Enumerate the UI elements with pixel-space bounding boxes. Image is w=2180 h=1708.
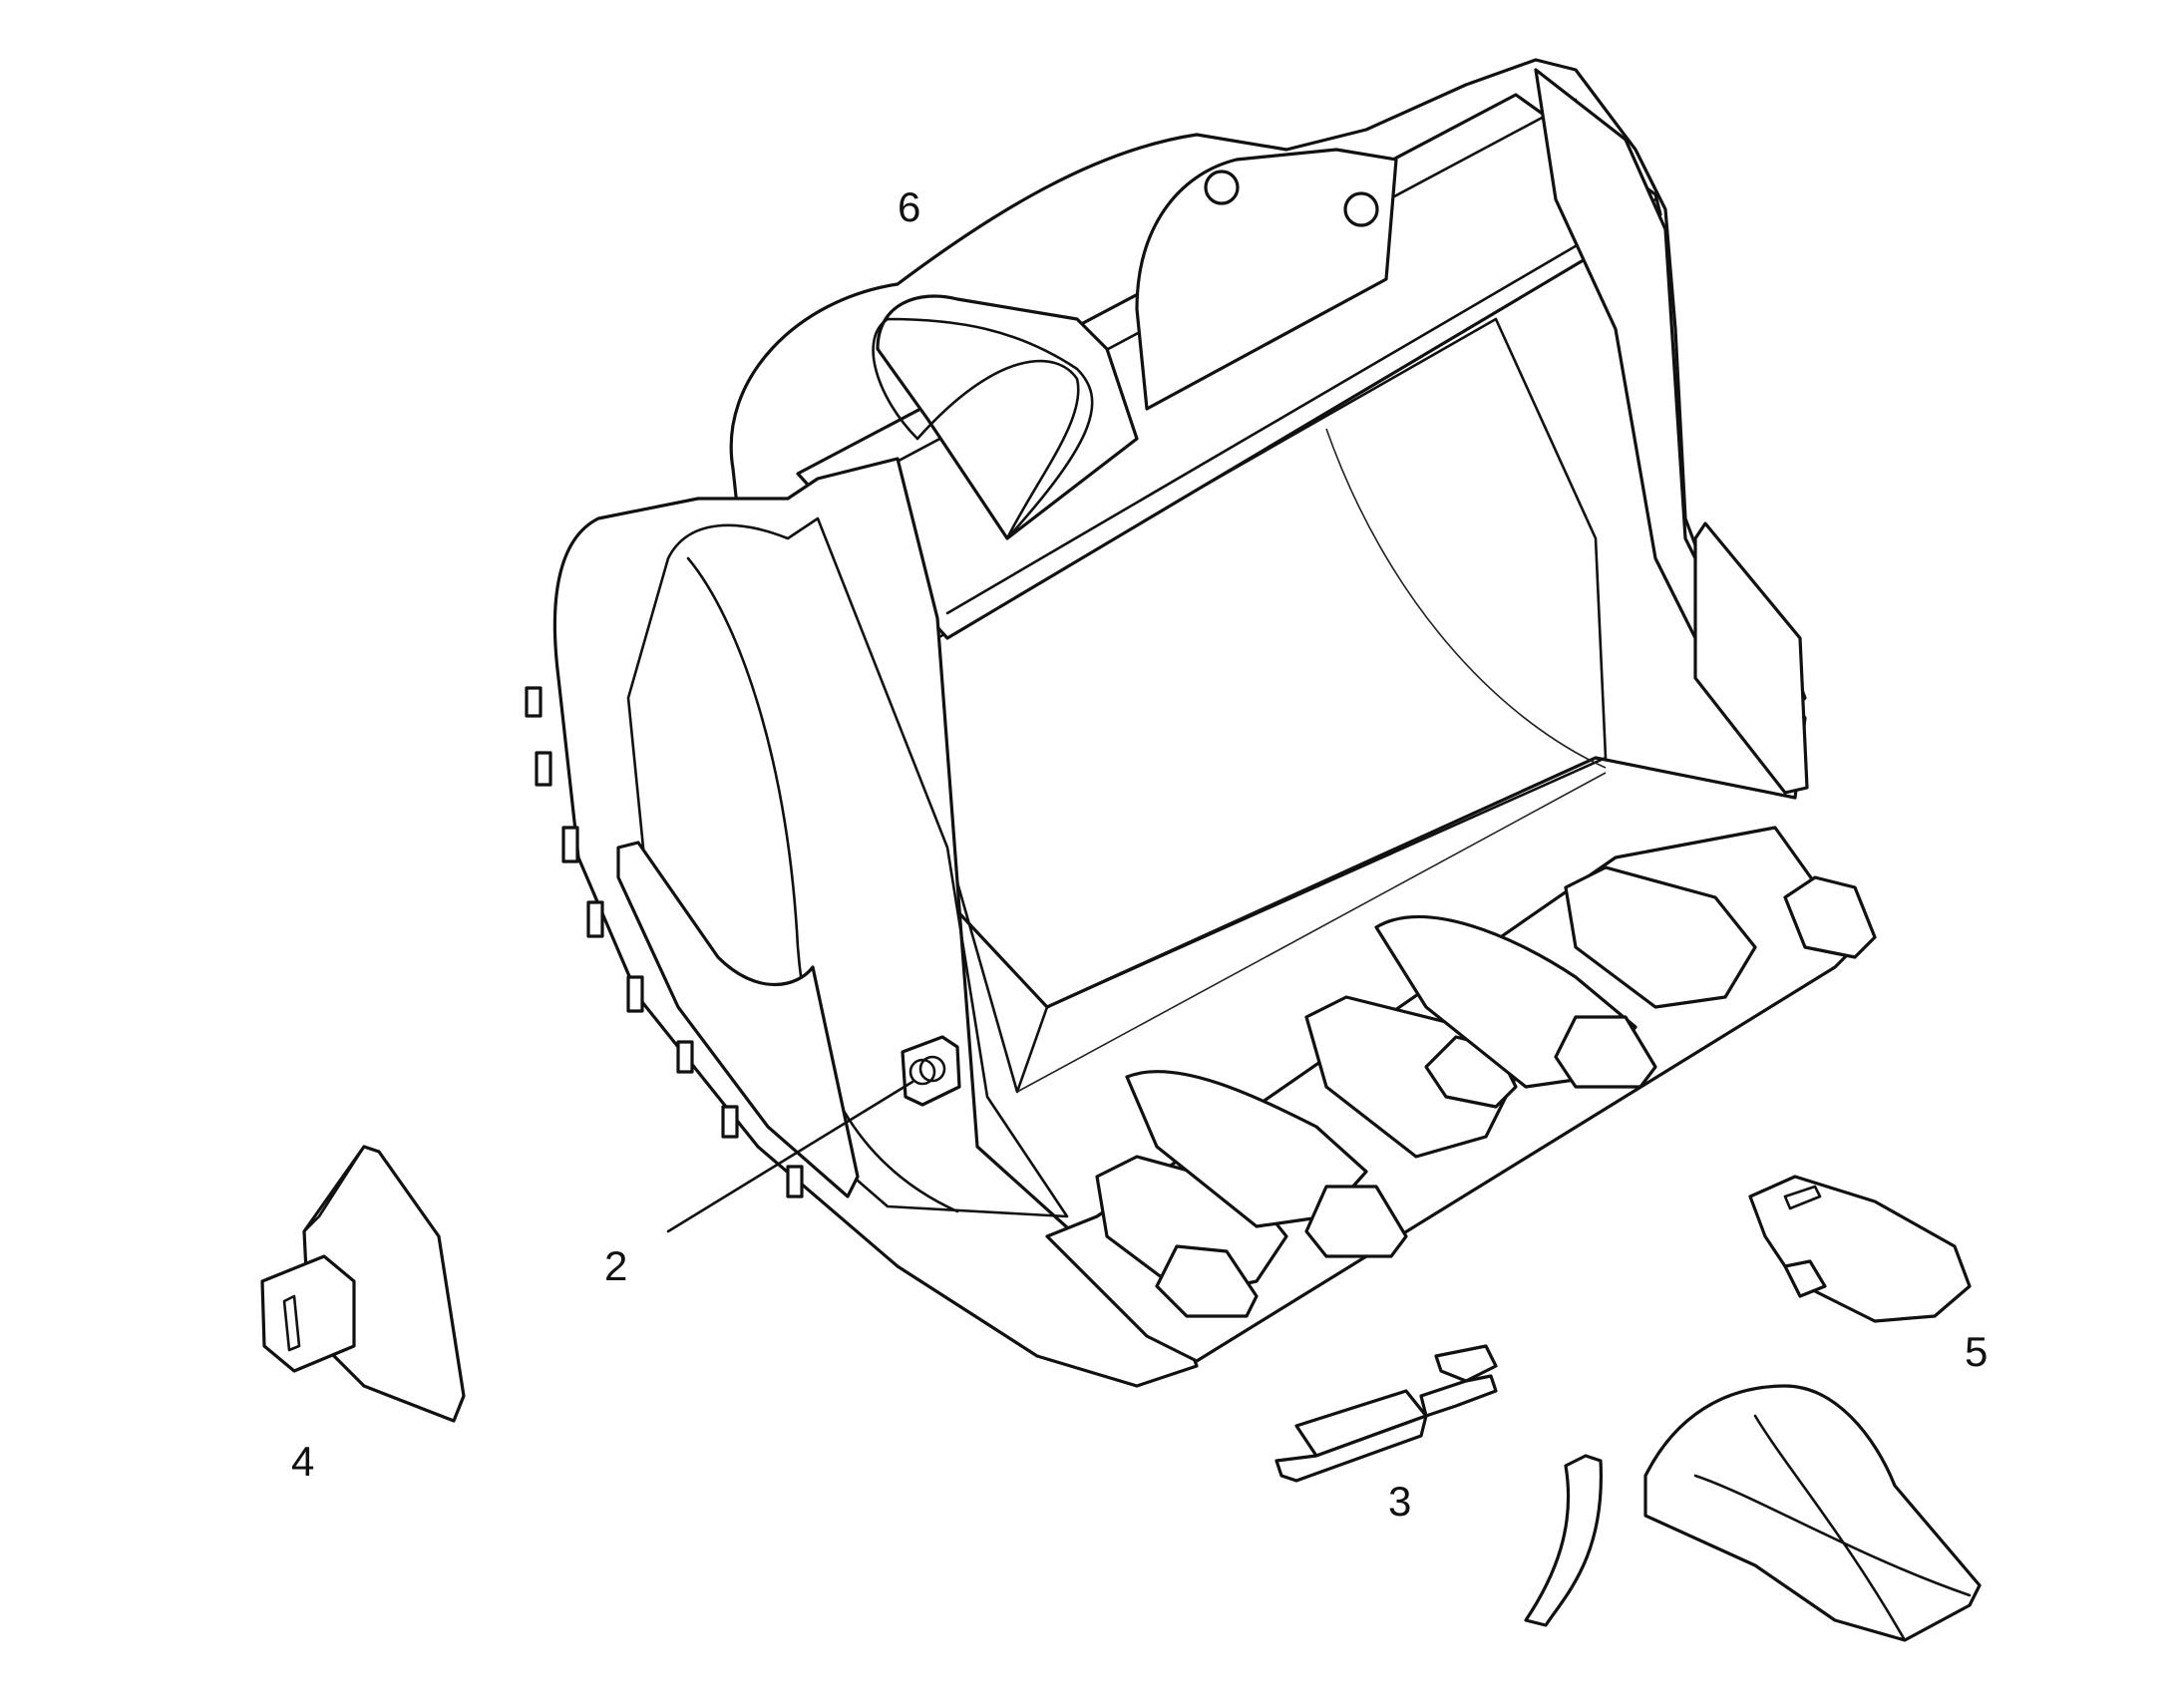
side-bolt-nut bbox=[918, 1055, 946, 1083]
left-side-plate bbox=[552, 457, 1199, 1388]
shroud-slot bbox=[282, 1294, 301, 1352]
adapter-nose bbox=[1783, 1259, 1827, 1298]
callout-2: 2 bbox=[604, 1242, 627, 1289]
side-lug bbox=[721, 1105, 739, 1139]
teeth bbox=[1095, 865, 1877, 1318]
callout-6: 6 bbox=[898, 183, 920, 230]
tooth-point-edge bbox=[1753, 1414, 1907, 1642]
tooth-tip bbox=[1783, 875, 1877, 959]
right-wear-plate bbox=[1693, 521, 1809, 795]
pin-hole-1 bbox=[1204, 170, 1240, 205]
side-bolt-head bbox=[908, 1058, 936, 1086]
side-lug bbox=[535, 751, 552, 787]
side-lug bbox=[525, 686, 543, 718]
cavity-floor-line bbox=[1016, 772, 1607, 1093]
retainer-clip bbox=[1434, 1344, 1498, 1383]
tooth-point-ridge bbox=[1693, 1474, 1972, 1597]
adapter-slot bbox=[1783, 1185, 1822, 1210]
hook-slot bbox=[915, 359, 1080, 540]
part-4-side-shroud bbox=[260, 1145, 466, 1423]
side-lug bbox=[586, 900, 604, 938]
linkage-ear-rear bbox=[1135, 148, 1398, 411]
pin-hole-2 bbox=[1343, 191, 1379, 227]
cavity-back-curve bbox=[1325, 428, 1607, 769]
callout-2-leader bbox=[666, 1080, 914, 1233]
retainer-plate bbox=[1274, 1414, 1428, 1483]
wear-lock-strip bbox=[1524, 1454, 1604, 1627]
retainer-lock bbox=[1419, 1374, 1498, 1418]
tooth-tip bbox=[1155, 1244, 1259, 1318]
left-inner-curve bbox=[686, 556, 959, 1213]
part-3-retainer bbox=[1274, 1344, 1498, 1483]
left-wear-plate bbox=[616, 841, 860, 1198]
loose-adapter bbox=[1748, 1175, 1972, 1323]
shroud-tab bbox=[260, 1254, 356, 1373]
side-lug bbox=[676, 1040, 694, 1074]
callout-4: 4 bbox=[291, 1438, 314, 1485]
tooth-point bbox=[1643, 1384, 1982, 1642]
side-lugs bbox=[525, 686, 804, 1198]
bucket-rear-shell bbox=[729, 58, 1807, 1009]
side-lug bbox=[626, 975, 644, 1013]
bucket-assembly bbox=[525, 58, 1877, 1388]
side-bolt-plate bbox=[901, 1035, 961, 1107]
tooth-adapter bbox=[1564, 865, 1757, 1009]
beam-lower-edge bbox=[945, 197, 1657, 615]
part-5-tooth-set bbox=[1524, 1175, 1982, 1642]
hook-bracket bbox=[872, 317, 1094, 540]
tooth-tip bbox=[1554, 1015, 1657, 1089]
shroud-ridge bbox=[302, 1145, 366, 1233]
callout-3: 3 bbox=[1388, 1478, 1411, 1525]
left-inner-shell bbox=[626, 516, 1069, 1218]
tooth-tip bbox=[1304, 1185, 1408, 1258]
side-lug bbox=[561, 826, 579, 863]
linkage-ear-front bbox=[876, 294, 1139, 540]
side-lug bbox=[786, 1165, 804, 1198]
callout-5: 5 bbox=[1965, 1328, 1988, 1375]
